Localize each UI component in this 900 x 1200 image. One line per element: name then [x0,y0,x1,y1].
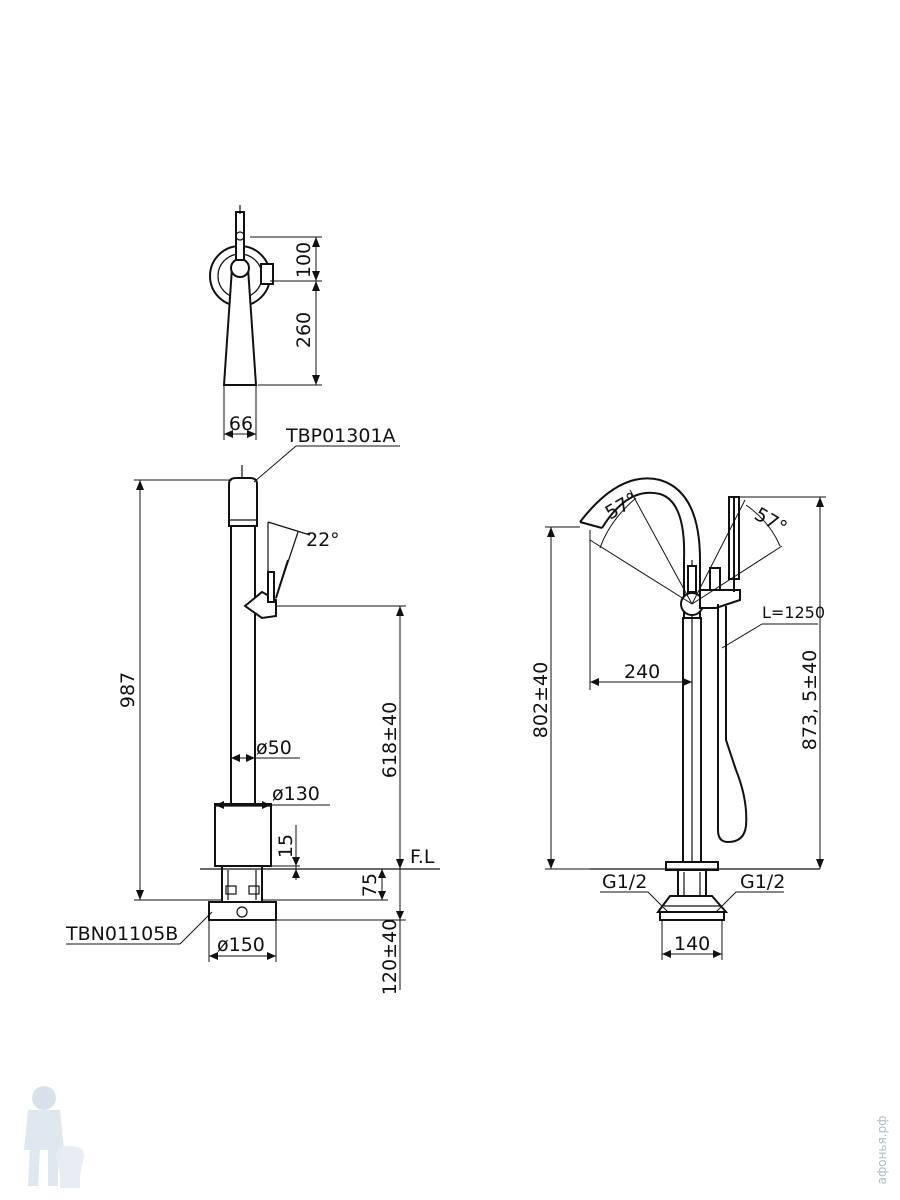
top-width-label: 66 [229,413,253,435]
hand-shower-angle-label: 57° [751,503,791,539]
watermark-logo [24,1086,84,1188]
floor-level-label: F.L [410,846,435,868]
spout-height-label: 802±40 [530,662,552,738]
base-width-label: 140 [674,933,710,955]
base-part-label: TBN01105B [65,923,178,945]
watermark-text: афонья.рф [875,1116,889,1185]
top-spout-length-label: 260 [293,312,315,348]
base-height-label: 120±40 [379,919,401,995]
inlet-right-label: G1/2 [740,871,785,893]
handle-height-label: 618±40 [379,702,401,778]
top-view: 100 260 66 [209,205,322,440]
pipe-diameter-label: ø50 [256,737,292,759]
handle-angle-label: 22° [306,529,340,551]
hose-length-label: L=1250 [762,603,825,622]
hand-shower-height-label: 873, 5±40 [799,650,821,751]
base-diameter-label: ø150 [217,934,265,956]
cover-gap-label: 15 [275,834,297,858]
base-depth-label: 75 [359,873,381,897]
cover-diameter-label: ø130 [272,783,320,805]
total-height-label: 987 [117,672,139,708]
side-view: 22° F.L 987 TBP01301A 618±40 ø50 [65,425,440,995]
inlet-left-label: G1/2 [602,871,647,893]
top-handle-height-label: 100 [293,242,315,278]
spout-reach-label: 240 [624,661,660,683]
handle-part-label: TBP01301A [285,425,396,447]
front-view: 57° 57° 240 802±40 873, 5±40 L=1250 G1/2 [530,477,826,960]
